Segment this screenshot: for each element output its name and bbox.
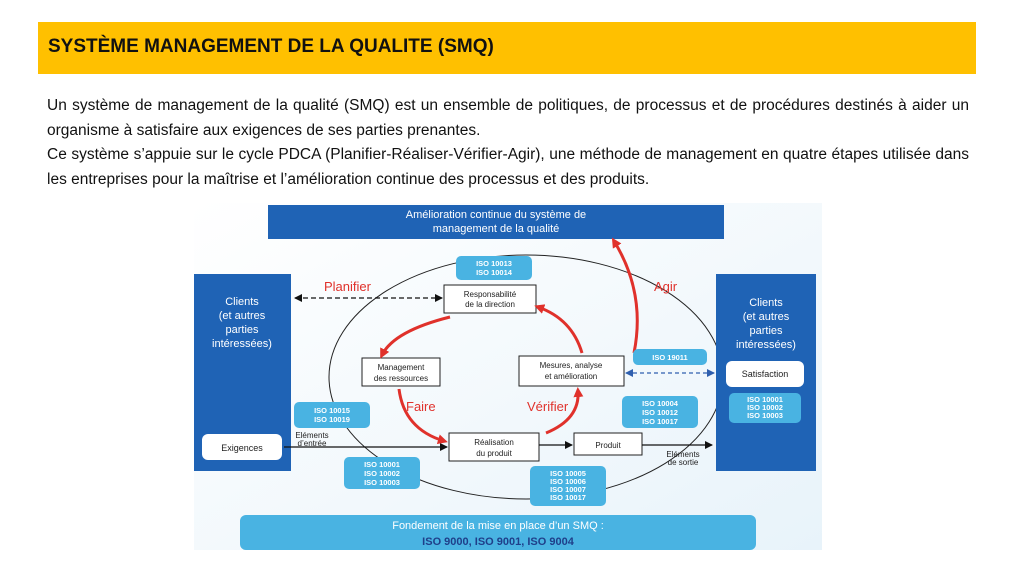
improvement-banner-line2: management de la qualité (433, 223, 560, 235)
elements-sortie-line: Eléments (666, 450, 699, 459)
box-realisation-line: Réalisation (474, 438, 514, 447)
satisfaction-box (726, 361, 804, 387)
clients-left-line: (et autres (219, 310, 266, 322)
iso-code: ISO 19011 (652, 353, 687, 362)
box-realisation (448, 432, 540, 462)
box-produit (573, 432, 643, 456)
improvement-banner (268, 205, 724, 239)
iso-code: ISO 10002 (364, 469, 400, 478)
pdca-diagram: Amélioration continue du système de mana… (194, 203, 822, 550)
box-realisation-line: du produit (476, 449, 512, 458)
intro-text: Un système de management de la qualité (… (47, 94, 969, 192)
iso-code: ISO 10005 (550, 469, 586, 478)
phase-agir: Agir (654, 279, 678, 294)
iso-tag-right-panel (729, 393, 801, 423)
iso-code: ISO 10001 (364, 460, 400, 469)
elements-entree-line: d’entrée (298, 439, 327, 448)
cycle-arrow-do-realise (397, 388, 448, 445)
iso-code: ISO 10003 (364, 478, 400, 487)
clients-right-line: parties (749, 325, 783, 337)
iso-code: ISO 10003 (747, 411, 783, 420)
clients-right-line: (et autres (743, 311, 790, 323)
iso-tag-bottom-left (344, 457, 420, 489)
clients-right-line: intéressées) (736, 339, 796, 351)
box-responsabilite-line: de la direction (465, 300, 515, 309)
cycle-arrow-check (545, 387, 584, 435)
box-mesures-line: Mesures, analyse (540, 361, 603, 370)
intro-paragraph: Un système de management de la qualité (… (47, 97, 969, 139)
clients-left-line: intéressées) (212, 338, 272, 350)
iso-code: ISO 10017 (642, 417, 678, 426)
satisfaction-label: Satisfaction (742, 369, 789, 379)
phase-verifier: Vérifier (527, 399, 569, 414)
box-management-line: Management (378, 363, 425, 372)
title-bar: SYSTÈME MANAGEMENT DE LA QUALITE (SMQ) (38, 22, 976, 74)
elements-sortie-line: de sortie (668, 458, 699, 467)
box-produit-label: Produit (595, 441, 621, 450)
iso-code: ISO 10004 (642, 399, 679, 408)
iso-code: ISO 10013 (476, 259, 512, 268)
iso-code: ISO 10015 (314, 406, 350, 415)
cycle-arrow-act (534, 304, 584, 354)
iso-code: ISO 10014 (476, 268, 513, 277)
iso-tag-left (294, 402, 370, 428)
iso-code: ISO 10001 (747, 395, 783, 404)
intro-paragraph: Ce système s’appuie sur le cycle PDCA (P… (47, 146, 969, 188)
improvement-arrow (611, 237, 639, 354)
box-management-line: des ressources (374, 374, 428, 383)
pdca-diagram-svg: Amélioration continue du système de mana… (194, 203, 822, 550)
box-mesures-line: et amélioration (545, 372, 597, 381)
iso-tag-mesures (633, 349, 707, 365)
foundation-banner (240, 515, 756, 550)
box-management (361, 357, 441, 387)
foundation-banner-line1: Fondement de la mise en place d’un SMQ : (392, 520, 604, 532)
box-responsabilite (443, 284, 537, 314)
iso-tag-top (456, 256, 532, 280)
iso-code: ISO 10012 (642, 408, 678, 417)
iso-tag-right-mid (622, 396, 698, 428)
clients-left-line: Clients (225, 296, 259, 308)
foundation-banner-line2: ISO 9000, ISO 9001, ISO 9004 (422, 536, 575, 548)
box-responsabilite-line: Responsabilité (464, 290, 517, 299)
box-mesures (518, 355, 625, 387)
iso-code: ISO 10007 (550, 485, 586, 494)
iso-code: ISO 10002 (747, 403, 783, 412)
exigences-label: Exigences (221, 443, 263, 453)
iso-code: ISO 10006 (550, 477, 586, 486)
improvement-banner-line1: Amélioration continue du système de (406, 209, 586, 221)
cycle-arrow-plan-do (380, 315, 451, 359)
exigences-box (202, 434, 282, 460)
clients-right-line: Clients (749, 297, 783, 309)
page-title: SYSTÈME MANAGEMENT DE LA QUALITE (SMQ) (48, 36, 494, 57)
iso-code: ISO 10017 (550, 493, 586, 502)
phase-faire: Faire (406, 399, 436, 414)
clients-left-line: parties (225, 324, 259, 336)
iso-tag-bottom-center (530, 466, 606, 506)
iso-code: ISO 10019 (314, 415, 350, 424)
elements-entree-line: Eléments (295, 431, 328, 440)
phase-planifier: Planifier (324, 279, 372, 294)
